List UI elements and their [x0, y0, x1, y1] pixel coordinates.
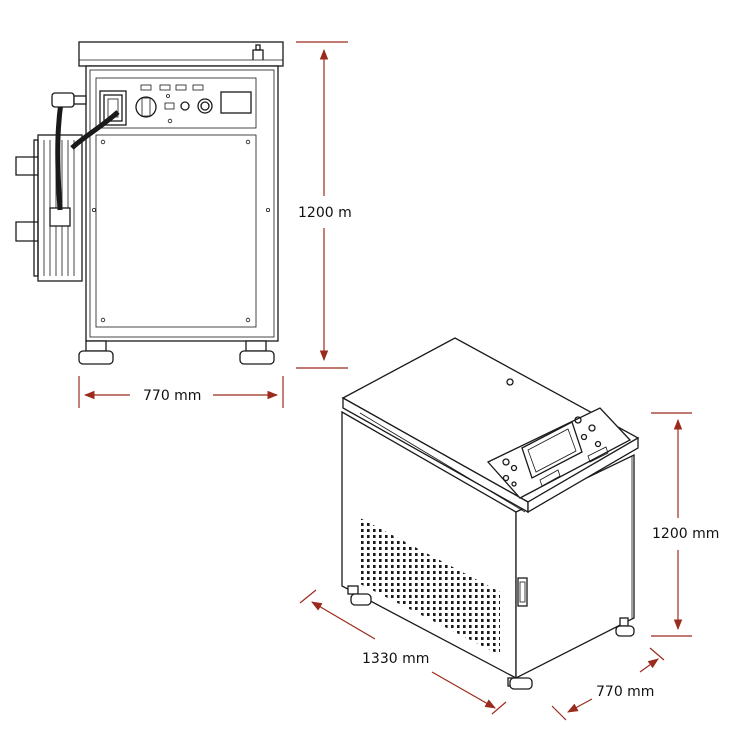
- iso-view-machine: [341, 337, 640, 690]
- iso-height-label: 1200 mm: [652, 526, 719, 542]
- front-height-dimension: 1200 m: [296, 41, 352, 369]
- front-feet: [78, 340, 275, 365]
- iso-height-dimension: 1200 mm: [651, 412, 719, 637]
- iso-control-console: [486, 407, 632, 499]
- front-control-panel: [95, 77, 257, 129]
- iso-length-dimension: 1330 mm: [299, 589, 507, 715]
- iso-wheels: [347, 585, 635, 690]
- iso-depth-dimension: 770 mm: [551, 647, 665, 721]
- front-view-machine: [15, 41, 284, 365]
- cable-reel: [15, 134, 83, 282]
- front-width-label: 770 mm: [143, 388, 201, 404]
- front-height-label: 1200 m: [298, 205, 352, 221]
- iso-length-label: 1330 mm: [362, 651, 429, 667]
- front-width-dimension: 770 mm: [78, 376, 284, 408]
- iso-depth-label: 770 mm: [596, 684, 654, 700]
